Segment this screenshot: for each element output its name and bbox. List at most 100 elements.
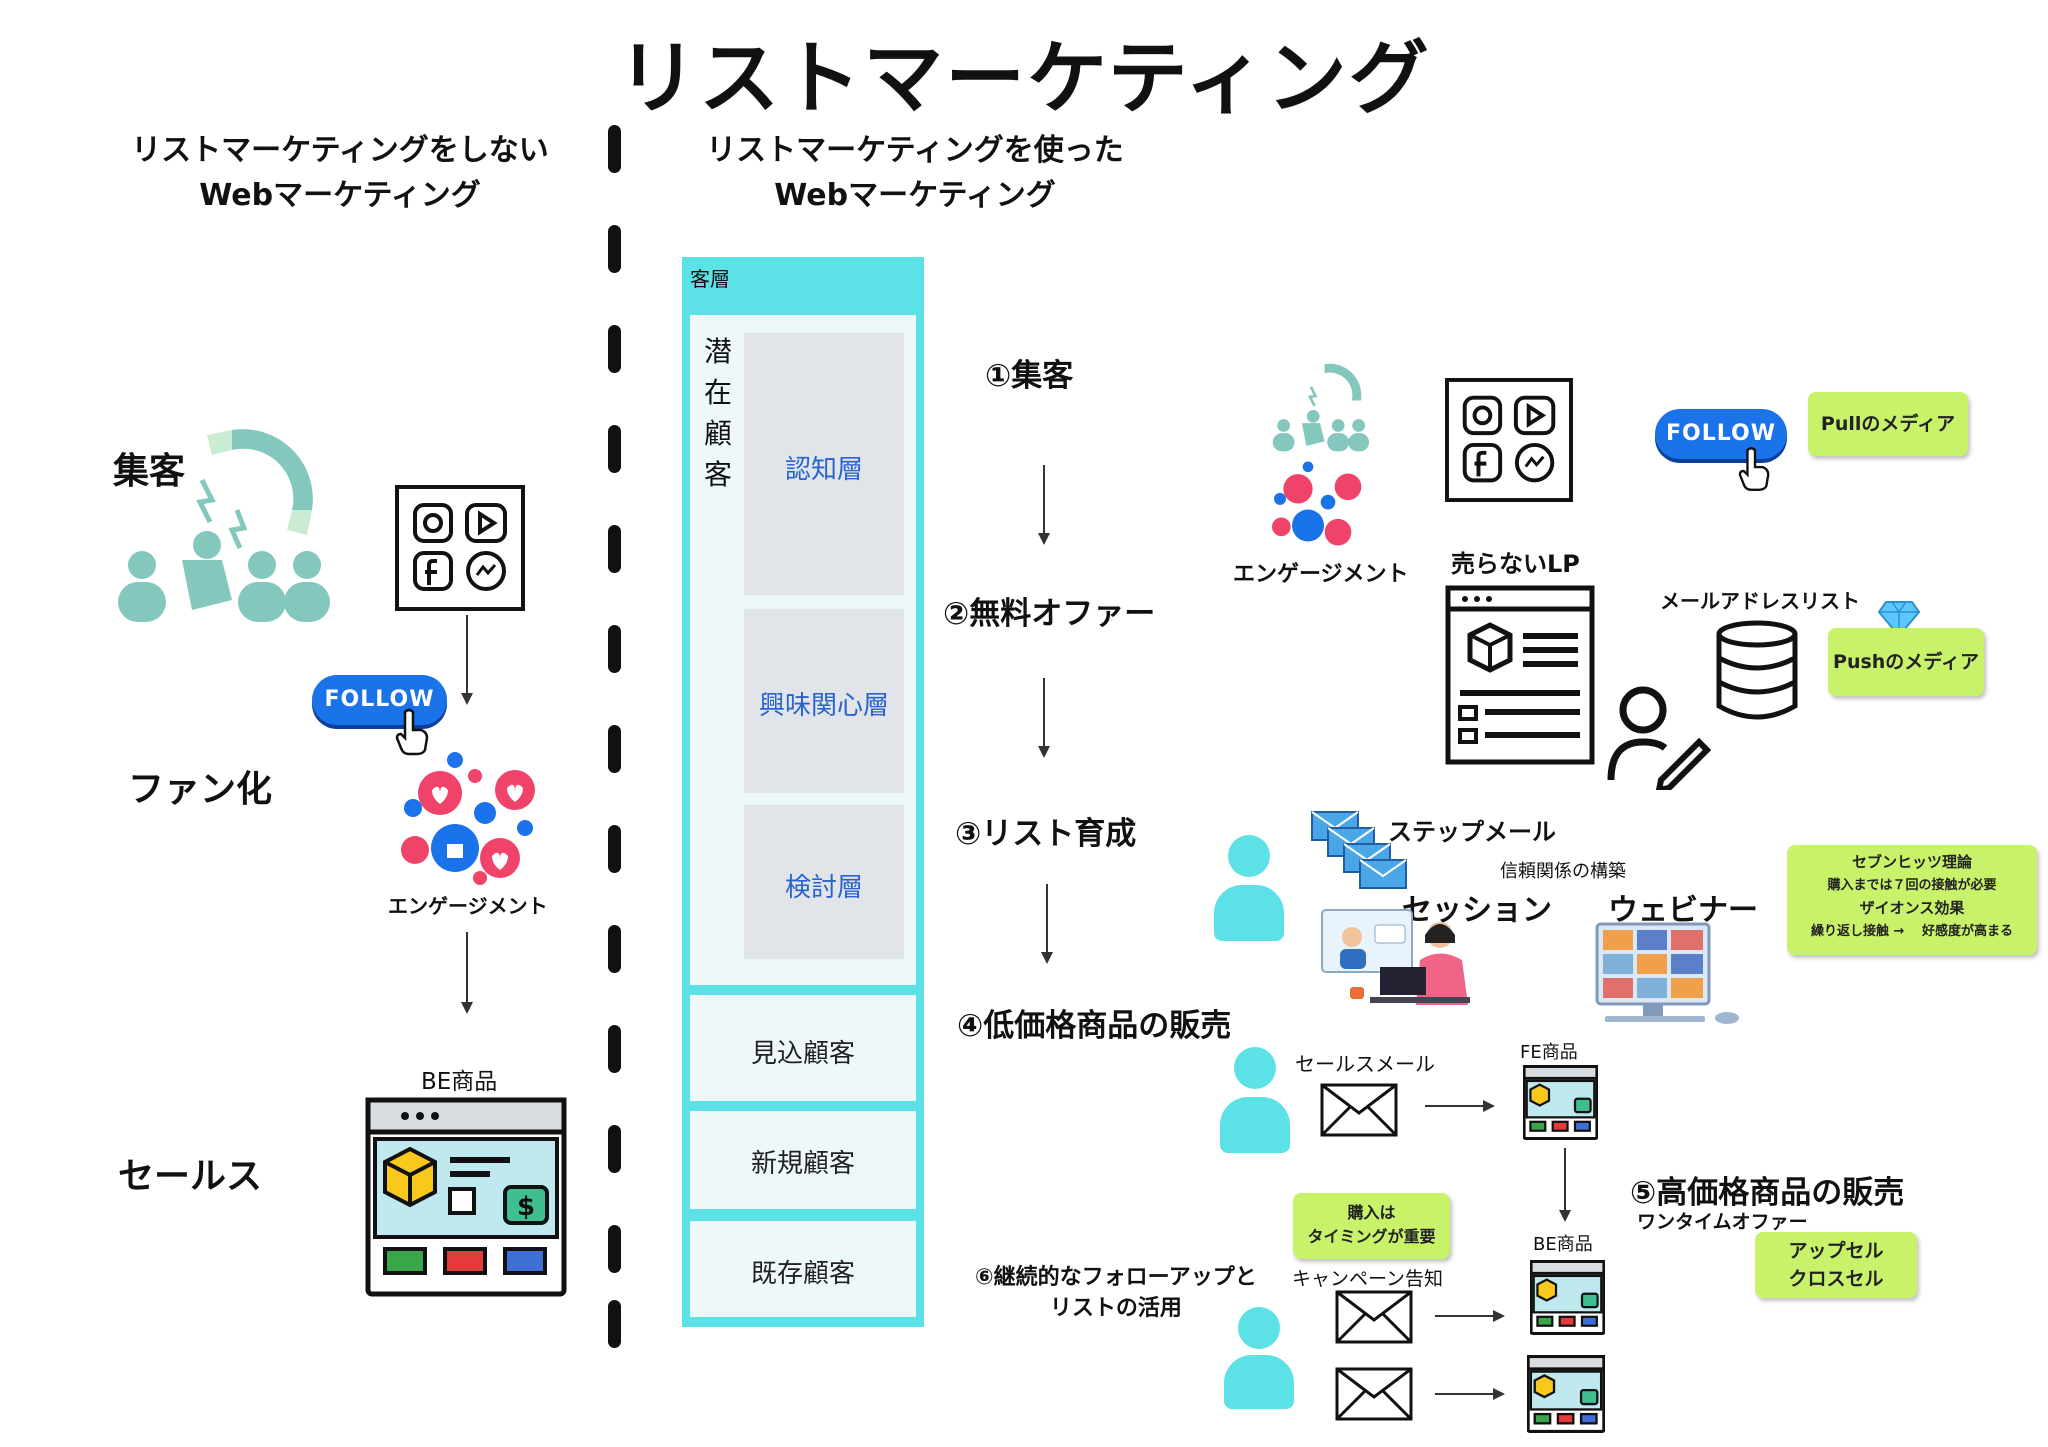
engagement-label: エンゲージメント bbox=[388, 894, 548, 918]
arrow-line bbox=[466, 932, 468, 1004]
step-4: ④低価格商品の販売 bbox=[957, 1008, 1232, 1044]
divider-dash bbox=[608, 1025, 621, 1073]
step-3: ③リスト育成 bbox=[955, 816, 1137, 852]
session-label: セッション bbox=[1402, 893, 1552, 928]
existing-customer-label: 既存顧客 bbox=[750, 1259, 855, 1289]
potential-char: 顧 bbox=[704, 417, 733, 450]
arrow-head bbox=[1559, 1210, 1571, 1222]
consideration-layer: 検討層 bbox=[744, 805, 904, 959]
follow-button[interactable]: FOLLOW bbox=[312, 675, 447, 725]
divider-dash bbox=[608, 1125, 621, 1173]
divider-dash bbox=[608, 525, 621, 573]
database-icon bbox=[1716, 620, 1798, 720]
customer-funnel: 客層 潜 在 顧 客 認知層 興味関心層 検討層 見込顧客 新規顧客 既存顧客 bbox=[682, 257, 924, 1327]
arrow-line bbox=[466, 615, 468, 695]
customer-icon bbox=[1222, 1307, 1297, 1412]
sales-mail-label: セールスメール bbox=[1295, 1052, 1435, 1076]
arrow-line bbox=[1043, 678, 1045, 748]
right-heading-line1: リストマーケティングを使った bbox=[706, 133, 1124, 168]
potential-char: 潜 bbox=[704, 335, 733, 368]
be-product-icon: $ bbox=[365, 1097, 567, 1297]
arrow-line bbox=[1435, 1393, 1495, 1395]
timing-line2: タイミングが重要 bbox=[1307, 1227, 1436, 1246]
landing-page-icon bbox=[1445, 585, 1595, 765]
divider-dash bbox=[608, 625, 621, 673]
seven-hits-title: セブンヒッツ理論 bbox=[1851, 853, 1972, 871]
magnet-people-icon bbox=[118, 429, 330, 622]
timing-line1: 購入は bbox=[1347, 1203, 1396, 1222]
lp-label: 売らないLP bbox=[1451, 550, 1580, 578]
prospect-block: 見込顧客 bbox=[690, 995, 916, 1101]
upsell-note: アップセル クロスセル bbox=[1755, 1232, 1917, 1298]
divider-dash bbox=[608, 325, 621, 373]
left-heading-line1: リストマーケティングをしない bbox=[131, 133, 549, 168]
step-2: ②無料オファー bbox=[943, 596, 1156, 632]
person-body bbox=[1220, 1097, 1290, 1153]
follow-button[interactable]: FOLLOW bbox=[1655, 409, 1787, 459]
existing-customer-block: 既存顧客 bbox=[690, 1221, 916, 1317]
divider-dash bbox=[608, 925, 621, 973]
person-edit-icon bbox=[1607, 686, 1712, 790]
arrow-head bbox=[1038, 533, 1050, 545]
be-product-icon bbox=[1530, 1260, 1605, 1335]
stage-acquire: 集客 bbox=[113, 451, 186, 492]
cross-sell-label: クロスセル bbox=[1788, 1268, 1884, 1290]
zajonc-title: ザイオンス効果 bbox=[1859, 899, 1965, 917]
zajonc-desc: 繰り返し接触 → 好感度が高まる bbox=[1811, 924, 2013, 939]
arrow-line bbox=[1564, 1148, 1566, 1212]
funnel-header: 客層 bbox=[690, 267, 730, 291]
arrow-head bbox=[461, 693, 473, 705]
step-mail-label: ステップメール bbox=[1388, 818, 1556, 846]
person-head bbox=[1228, 835, 1270, 877]
potential-customer-label: 潜 在 顧 客 bbox=[704, 331, 734, 495]
push-media-note: Pushのメディア bbox=[1828, 628, 1984, 696]
step-5: ⑤高価格商品の販売 bbox=[1630, 1175, 1905, 1211]
potential-char: 客 bbox=[704, 458, 733, 491]
potential-customer-block: 潜 在 顧 客 認知層 興味関心層 検討層 bbox=[690, 315, 916, 985]
seven-hits-desc: 購入までは７回の接触が必要 bbox=[1827, 878, 1997, 893]
timing-note: 購入は タイミングが重要 bbox=[1293, 1193, 1450, 1259]
engagement-hearts-icon bbox=[1272, 461, 1362, 546]
person-head bbox=[1238, 1307, 1280, 1349]
step-1: ①集客 bbox=[985, 358, 1074, 394]
new-customer-label: 新規顧客 bbox=[750, 1149, 855, 1179]
divider-dash bbox=[608, 1225, 621, 1273]
step-6-line2: リストの活用 bbox=[1049, 1296, 1182, 1321]
hand-cursor-icon bbox=[395, 708, 429, 756]
left-heading: リストマーケティングをしない Webマーケティング bbox=[95, 128, 585, 218]
mail-list-label: メールアドレスリスト bbox=[1660, 589, 1860, 613]
interest-label: 興味関心層 bbox=[758, 691, 889, 721]
pull-media-note: Pullのメディア bbox=[1808, 392, 1968, 456]
social-media-icon bbox=[1445, 378, 1573, 502]
arrow-head bbox=[461, 1002, 473, 1014]
arrow-head bbox=[1041, 952, 1053, 964]
seven-hits-note: セブンヒッツ理論 購入までは７回の接触が必要 ザイオンス効果 繰り返し接触 → … bbox=[1787, 845, 2037, 955]
webinar-label: ウェビナー bbox=[1608, 893, 1758, 928]
svg-text:$: $ bbox=[517, 1192, 535, 1222]
envelope-icon bbox=[1320, 1083, 1398, 1137]
arrow-line bbox=[1043, 465, 1045, 535]
divider-dash bbox=[608, 125, 621, 173]
arrow-head bbox=[1038, 746, 1050, 758]
be-product-label: BE商品 bbox=[1533, 1234, 1593, 1255]
right-heading: リストマーケティングを使った Webマーケティング bbox=[660, 128, 1170, 218]
fe-product-icon bbox=[1523, 1065, 1598, 1140]
divider-dash bbox=[608, 825, 621, 873]
arrow-head bbox=[1493, 1310, 1505, 1322]
session-illustration bbox=[1321, 909, 1470, 1005]
stage-sales: セールス bbox=[118, 1156, 263, 1197]
arrow-head bbox=[1483, 1100, 1495, 1112]
envelope-icon bbox=[1335, 1367, 1413, 1421]
person-body bbox=[1224, 1355, 1294, 1409]
be-product-label: BE商品 bbox=[421, 1069, 498, 1095]
step-mail-icon bbox=[1311, 811, 1407, 889]
magnet-people-icon bbox=[1272, 363, 1370, 452]
engagement-label: エンゲージメント bbox=[1233, 562, 1409, 587]
be-product-icon bbox=[1527, 1355, 1605, 1433]
step-6: ⑥継続的なフォローアップと リストの活用 bbox=[975, 1262, 1257, 1324]
engagement-hearts-icon bbox=[401, 752, 535, 885]
divider-dash bbox=[608, 225, 621, 273]
page-title: リストマーケティング bbox=[617, 32, 1431, 125]
consideration-label: 検討層 bbox=[784, 873, 863, 903]
awareness-label: 認知層 bbox=[784, 455, 863, 485]
